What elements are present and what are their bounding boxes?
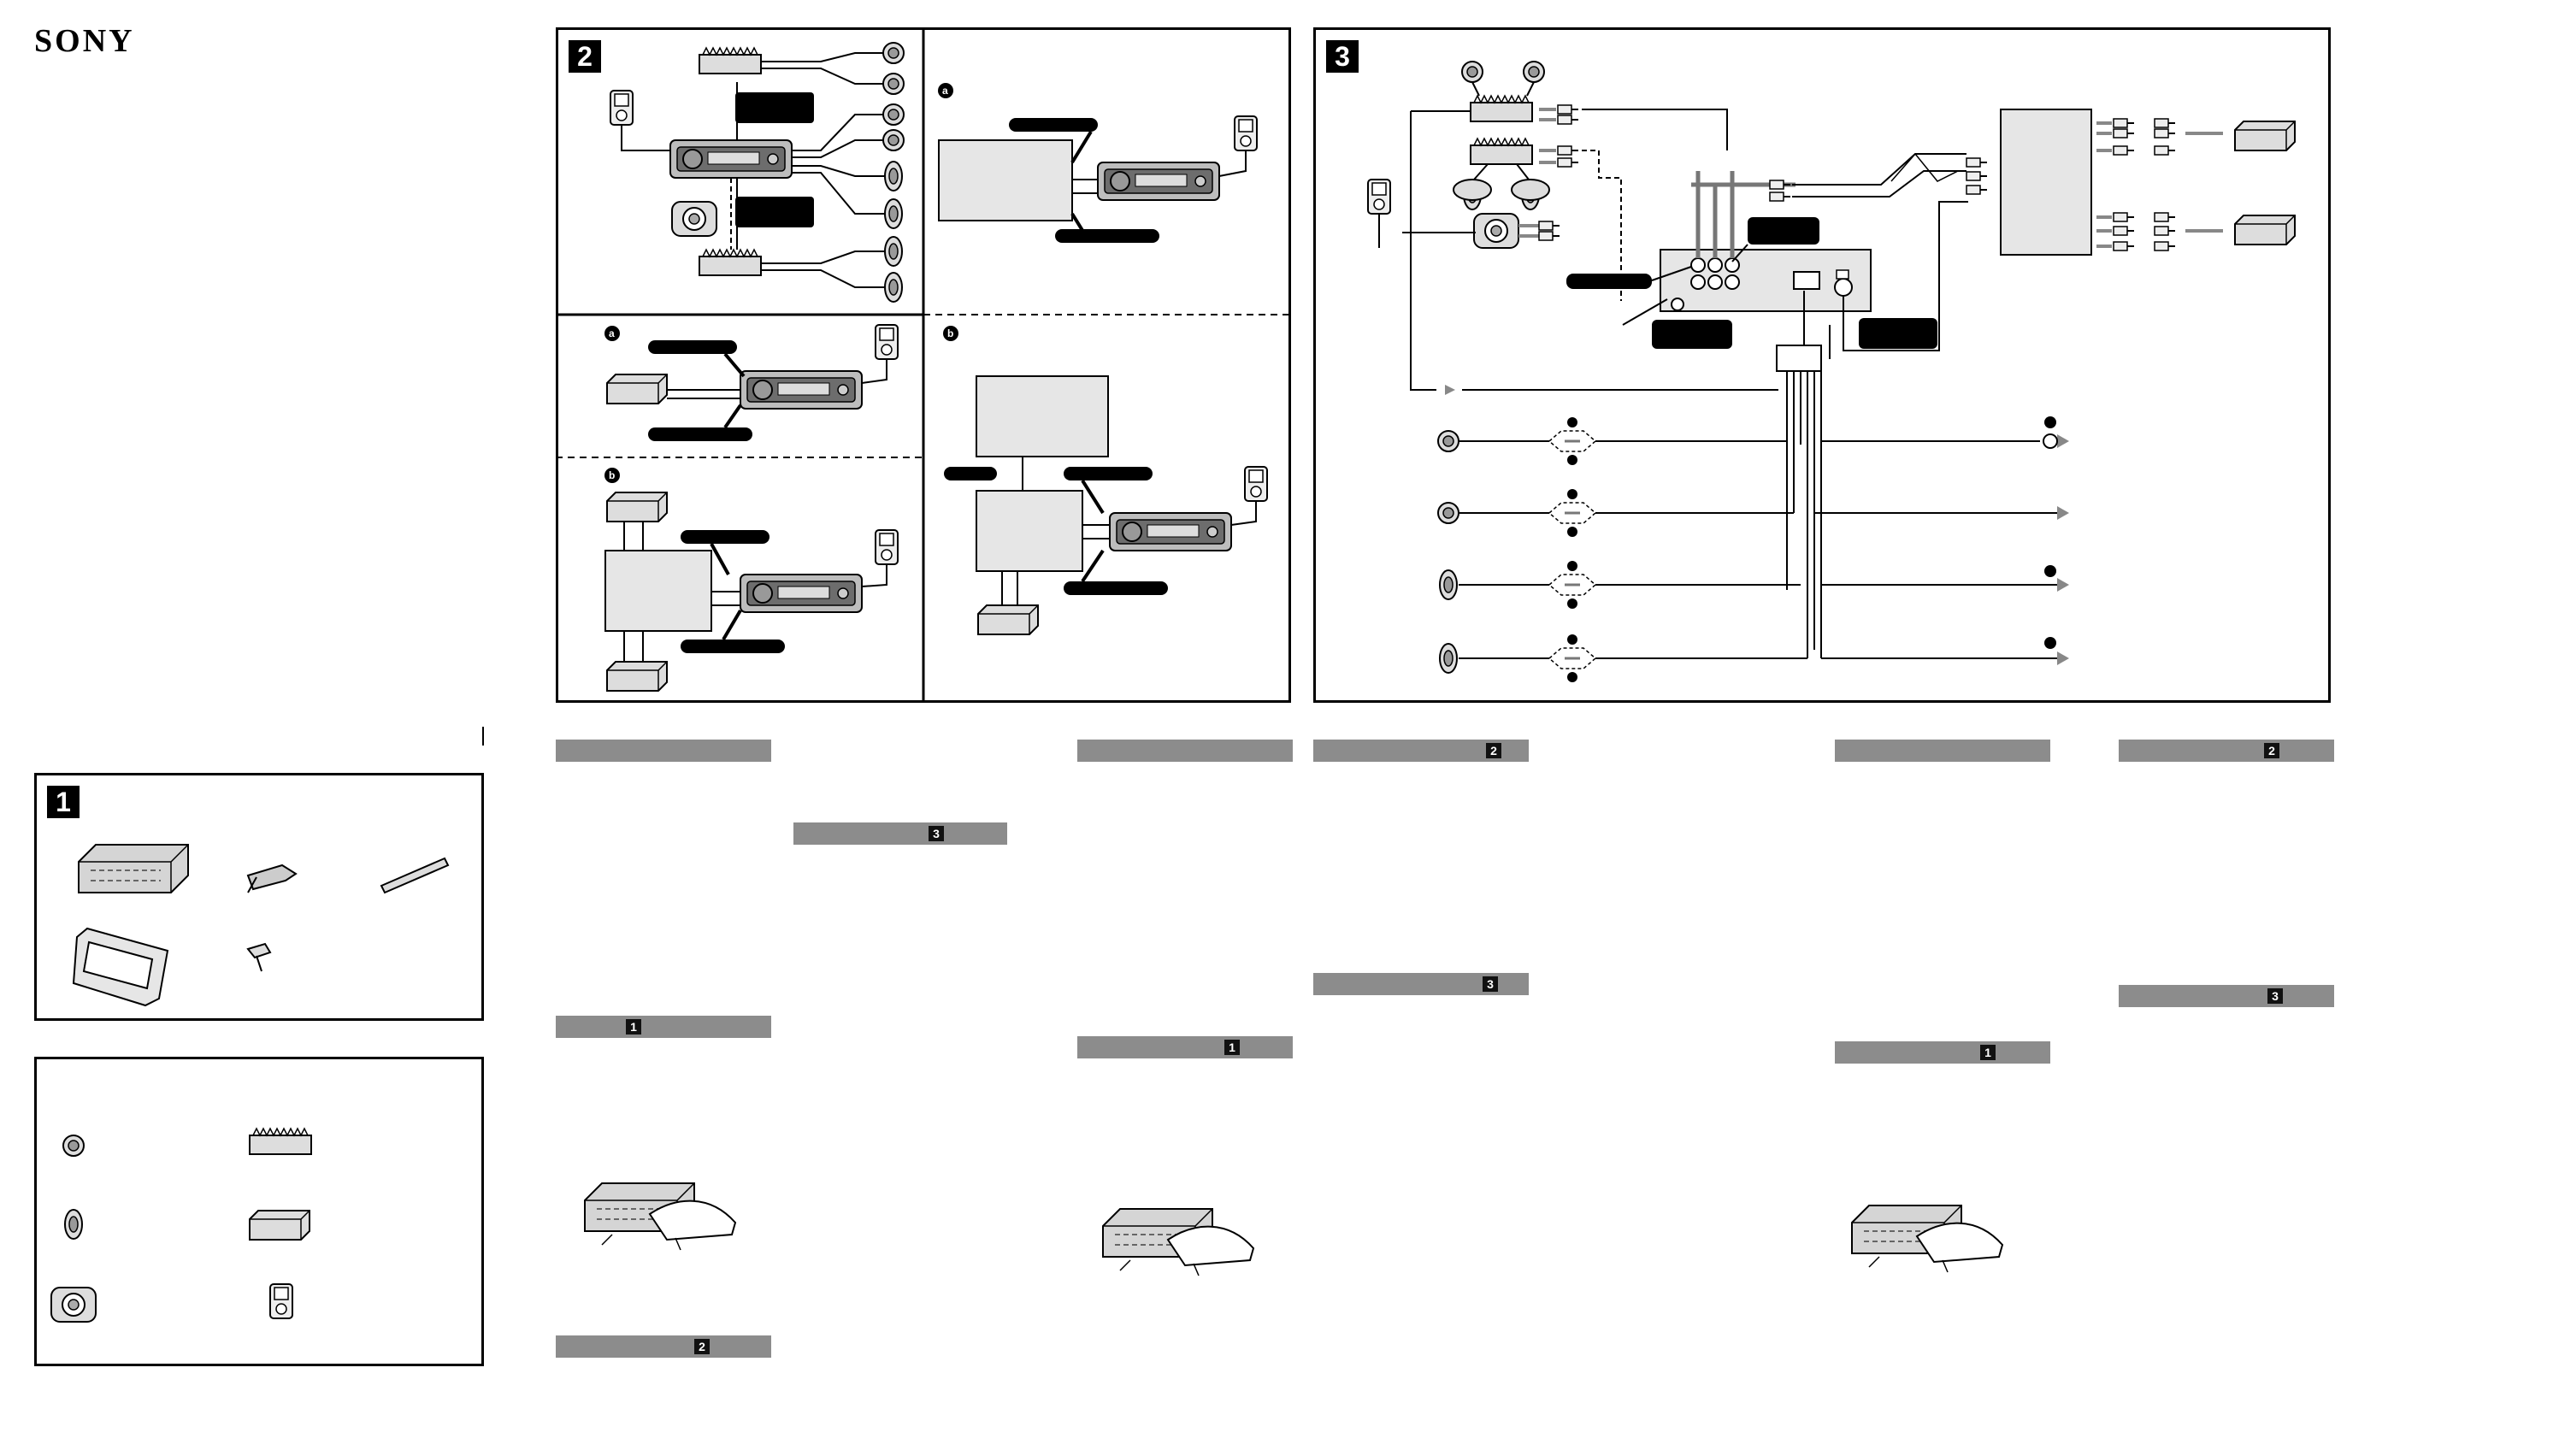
section-number: 1	[1224, 1040, 1240, 1055]
figure-2-number: 2	[569, 40, 601, 73]
column-divider-tick	[482, 727, 484, 746]
section-bar-col7-a: 2	[2119, 740, 2334, 762]
bracket-removal-illustration-2	[1102, 1208, 1255, 1276]
svg-text:b: b	[609, 469, 615, 481]
section-number: 3	[1483, 976, 1498, 992]
bracket-removal-illustration-1	[584, 1182, 737, 1251]
section-number: 2	[694, 1339, 710, 1354]
fig2-main-diagram	[610, 42, 905, 303]
fig3-wiring-diagram	[1367, 61, 2296, 684]
figure-3-number: 3	[1326, 40, 1359, 73]
bracket-removal-illustration-3	[1851, 1205, 2004, 1273]
fig2-diagram-b-left: b	[604, 468, 899, 692]
section-number: 1	[626, 1019, 641, 1035]
fig2-diagram-a: a	[604, 324, 899, 441]
svg-text:a: a	[942, 85, 948, 97]
section-bar-col1-a	[556, 740, 771, 762]
section-bar-col6-b: 1	[1835, 1041, 2050, 1064]
figure-1-number: 1	[47, 786, 80, 818]
section-bar-col4-a: 2	[1313, 740, 1529, 762]
section-bar-col4-b: 3	[1313, 973, 1529, 995]
fig2-diagram-b-right: b	[943, 326, 1268, 635]
section-number: 3	[929, 826, 944, 841]
section-bar-col1-b: 1	[556, 1016, 771, 1038]
section-bar-col3-b: 1	[1077, 1036, 1293, 1058]
fig2-diagram-a-top: a	[938, 83, 1258, 243]
section-number: 2	[2264, 743, 2279, 758]
section-number: 2	[1486, 743, 1501, 758]
fig1-parts-drawings	[50, 844, 450, 1323]
section-bar-col2-a: 3	[793, 822, 1007, 845]
section-bar-col3-a	[1077, 740, 1293, 762]
section-number: 1	[1980, 1045, 1996, 1060]
section-bar-col1-c: 2	[556, 1335, 771, 1358]
svg-text:b: b	[947, 327, 953, 339]
svg-text:a: a	[609, 327, 615, 339]
section-bar-col7-b: 3	[2119, 985, 2334, 1007]
section-bar-col6-a	[1835, 740, 2050, 762]
sony-logo: SONY	[34, 23, 135, 59]
section-number: 3	[2267, 988, 2283, 1004]
